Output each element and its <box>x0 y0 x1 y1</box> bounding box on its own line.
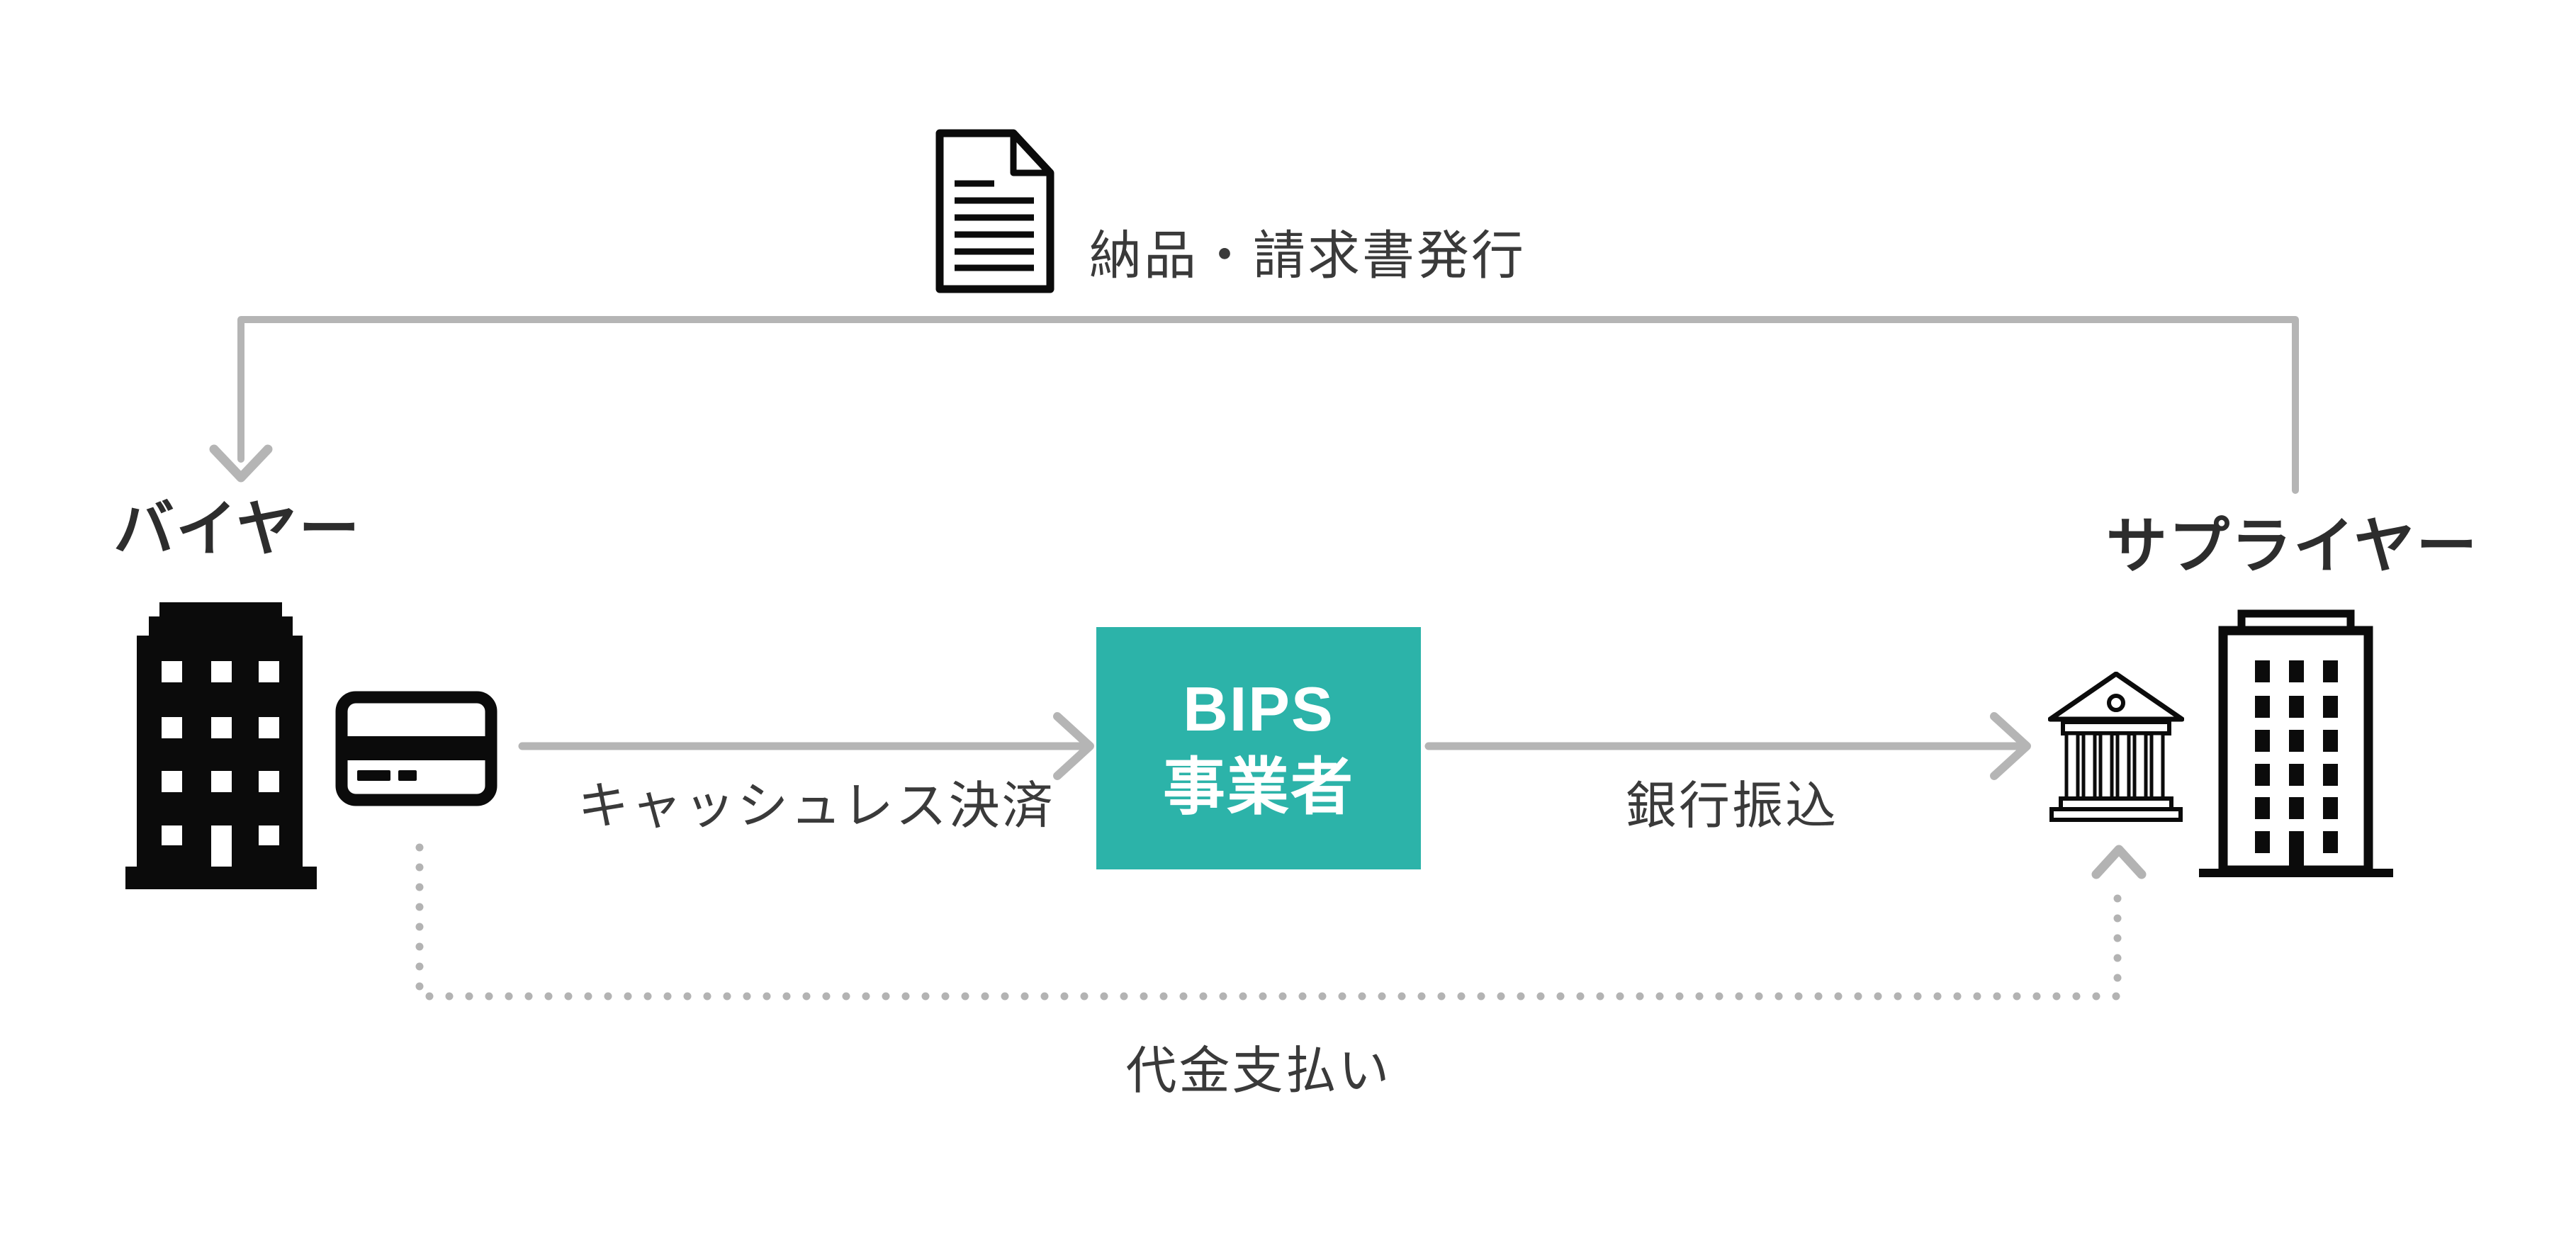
document-icon <box>935 129 1054 293</box>
bank-transfer-arrow <box>1424 712 2031 780</box>
payment-label: 代金支払い <box>1125 1043 1392 1100</box>
cashless-payment-arrow <box>518 712 1094 780</box>
cashless-arrowhead-icon <box>1053 712 1094 780</box>
credit-card-icon <box>335 691 497 806</box>
buyer-label: バイヤー <box>113 495 361 563</box>
payment-arrowhead-icon <box>2091 845 2147 879</box>
bips-node-subtitle: 事業者 <box>1162 752 1354 822</box>
invoice-flow-arrow <box>209 316 2299 494</box>
bips-node-title: BIPS <box>1183 674 1334 744</box>
office-building-outline-icon <box>2199 609 2393 877</box>
bank-transfer-arrowhead-icon <box>1990 712 2031 780</box>
invoice-flow-label: 納品・請求書発行 <box>1089 226 1526 285</box>
office-building-icon <box>125 602 317 889</box>
supplier-label: サプライヤー <box>2106 512 2479 580</box>
bank-transfer-label: 銀行振込 <box>1625 778 1839 835</box>
payment-dotted-arrow <box>415 843 2147 1000</box>
bips-node: BIPS 事業者 <box>1096 627 1421 869</box>
invoice-arrowhead-icon <box>209 444 273 483</box>
bank-icon <box>2048 672 2184 822</box>
cashless-payment-label: キャッシュレス決済 <box>578 778 1055 835</box>
